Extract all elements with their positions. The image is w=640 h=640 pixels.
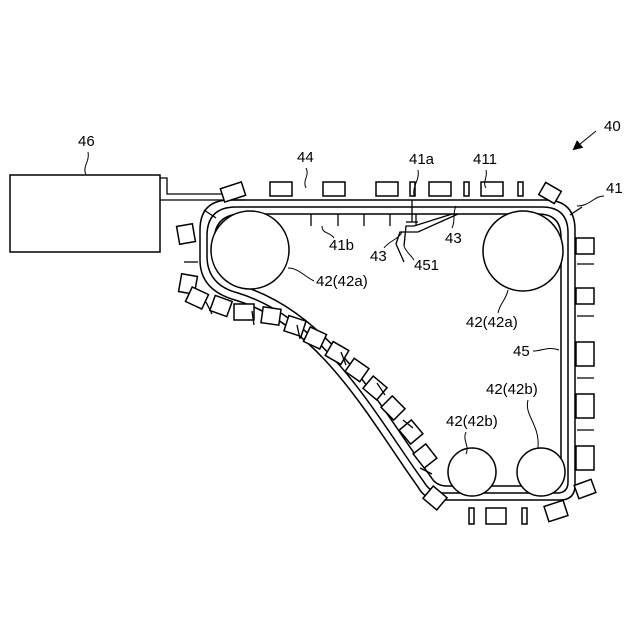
lead-roller-upper-left xyxy=(288,268,314,281)
label-upper-portion: 44 xyxy=(297,149,314,166)
lead-roller-lower-right xyxy=(527,400,538,448)
label-guide-left: 43 xyxy=(370,248,387,265)
label-roller-lower-right: 42(42b) xyxy=(486,381,538,398)
lead-conveyor xyxy=(577,196,604,206)
label-belt-top: 41a xyxy=(409,151,435,168)
roller-upper-right xyxy=(483,211,563,291)
lead-guide-tip xyxy=(404,246,414,260)
label-roller-upper-left: 42(42a) xyxy=(316,273,368,290)
lead-roller-upper-right xyxy=(498,290,508,313)
label-belt-side: 45 xyxy=(513,343,530,360)
lead-belt-bottom xyxy=(322,226,334,238)
label-guide-tip: 451 xyxy=(414,257,439,274)
roller-upper-left xyxy=(211,211,289,289)
label-conveyor: 41 xyxy=(606,180,623,197)
label-upper-part: 411 xyxy=(473,151,497,168)
roller-lower-right xyxy=(517,448,565,496)
label-device: 40 xyxy=(604,118,621,135)
arrow-device xyxy=(574,131,596,149)
under-belt-posts xyxy=(311,214,416,226)
label-roller-lower-left: 42(42b) xyxy=(446,413,498,430)
lead-unit xyxy=(85,152,88,175)
top-carriers xyxy=(220,182,523,202)
lead-belt-side xyxy=(533,348,559,351)
lead-upper-portion xyxy=(305,168,307,188)
bottom-carriers xyxy=(469,500,568,524)
label-guide-right: 43 xyxy=(445,230,462,247)
label-unit: 46 xyxy=(78,133,95,150)
label-belt-bottom: 41b xyxy=(329,237,354,254)
roller-lower-left xyxy=(448,448,496,496)
unit-46-box xyxy=(10,175,160,252)
label-roller-upper-right: 42(42a) xyxy=(466,314,518,331)
